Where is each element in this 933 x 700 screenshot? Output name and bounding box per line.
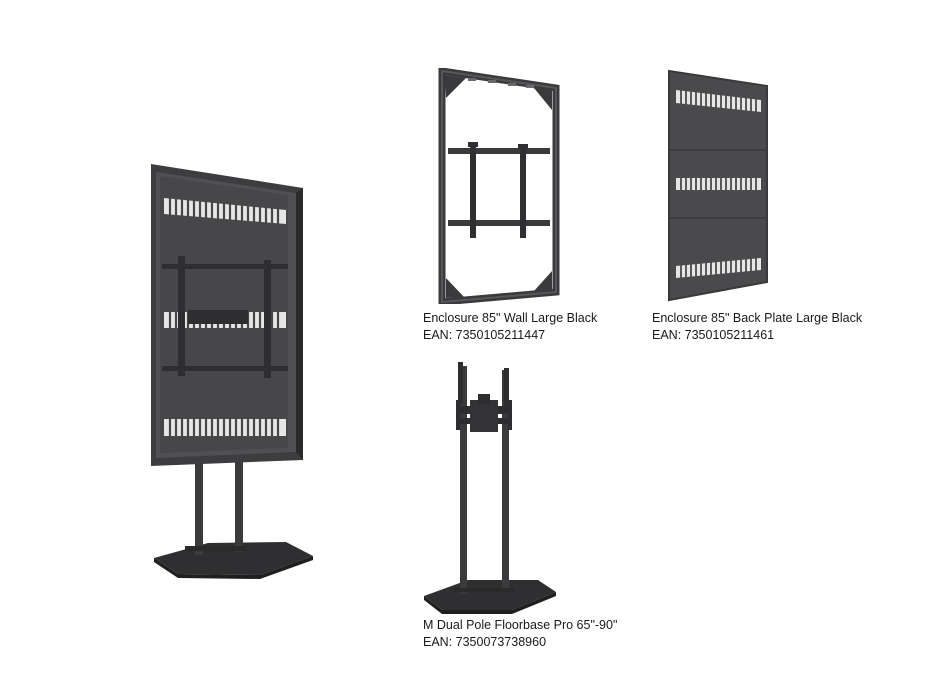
product-caption-back-plate: Enclosure 85" Back Plate Large Black EAN… [652,310,862,344]
product-ean: EAN: 7350105211447 [423,328,546,342]
product-name: M Dual Pole Floorbase Pro 65"-90" [423,618,618,632]
product-name: Enclosure 85" Back Plate Large Black [652,311,863,325]
assembled-kiosk-image [148,160,318,590]
product-ean: EAN: 7350073738960 [423,635,547,649]
product-name: Enclosure 85" Wall Large Black [423,311,598,325]
wall-enclosure-image [438,68,560,304]
product-ean: EAN: 7350105211461 [652,328,775,342]
floorbase-image [420,360,560,615]
product-caption-wall-enclosure: Enclosure 85" Wall Large Black EAN: 7350… [423,310,597,344]
back-plate-image [666,68,770,302]
product-caption-floorbase: M Dual Pole Floorbase Pro 65"-90" EAN: 7… [423,617,617,651]
